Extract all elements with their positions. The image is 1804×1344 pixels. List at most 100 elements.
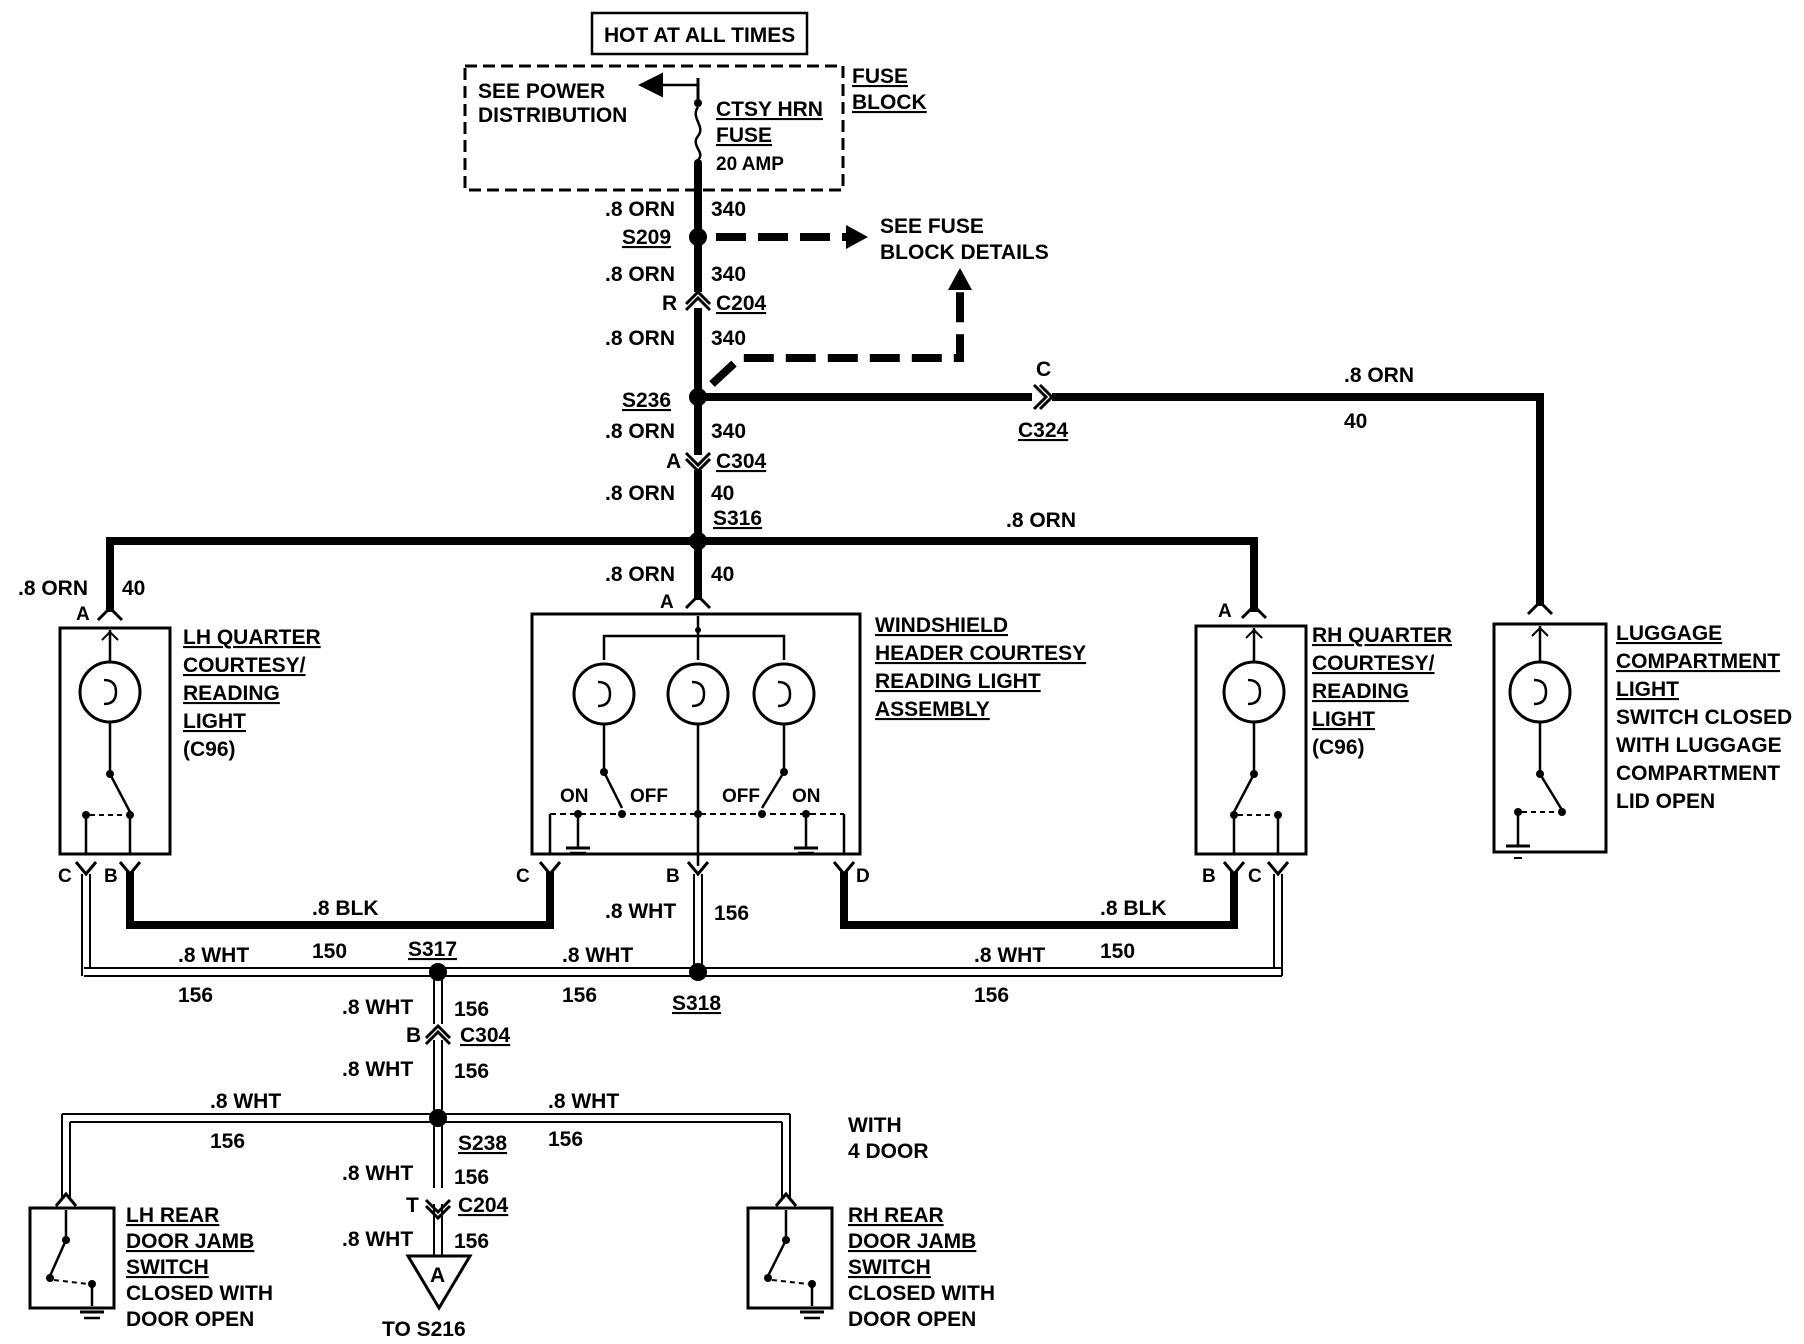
lh-quarter-label-2: COURTESY/ xyxy=(183,654,306,677)
wire-label-blk-lh: .8 BLK xyxy=(312,897,379,920)
rh-quarter-inner-arrow-icon xyxy=(1245,628,1263,639)
splice-s236-label: S236 xyxy=(622,389,671,412)
ground-ref-to: TO S216 xyxy=(382,1318,466,1341)
rh-rear-label-3: SWITCH xyxy=(848,1256,931,1279)
lh-quarter-pin-b: B xyxy=(104,866,118,887)
luggage-light-box xyxy=(1492,622,1608,854)
lh-quarter-label-3: READING xyxy=(183,682,280,705)
luggage-inner-arrow-icon xyxy=(1531,626,1549,637)
connector-c204-top-icon-2 xyxy=(684,295,712,312)
wire-circuit-156-s317: 156 xyxy=(454,998,489,1021)
lh-rear-label-5: DOOR OPEN xyxy=(126,1308,254,1331)
ground-ref-triangle-icon xyxy=(405,1254,473,1311)
connector-c304-pin-b: B xyxy=(406,1024,421,1047)
splice-s238-label: S238 xyxy=(458,1132,507,1155)
lh-rear-label-1: LH REAR xyxy=(126,1204,219,1227)
rh-rear-label-4: CLOSED WITH xyxy=(848,1282,995,1305)
fuse-element-icon xyxy=(694,106,702,161)
wire-label-orn-lh: .8 ORN xyxy=(18,577,88,600)
wire-label-orn-bus: .8 ORN xyxy=(1006,509,1076,532)
fuse-block-outline xyxy=(463,64,845,192)
luggage-bulb-icon xyxy=(1508,660,1572,724)
windshield-on-right: ON xyxy=(792,786,821,807)
wire-circuit-156-c304: 156 xyxy=(454,1060,489,1083)
see-power-distribution-2: DISTRIBUTION xyxy=(478,104,627,127)
connector-c324-icon xyxy=(1032,383,1049,411)
windshield-left-switch-blade xyxy=(602,771,624,809)
wire-label-orn-luggage: .8 ORN xyxy=(1344,364,1414,387)
luggage-filament-icon xyxy=(1533,678,1548,706)
wire-label-wht-s317: .8 WHT xyxy=(342,996,413,1019)
lh-rear-label-2: DOOR JAMB xyxy=(126,1230,254,1253)
luggage-label-1: LUGGAGE xyxy=(1616,622,1722,645)
lh-quarter-connector-c-icon xyxy=(74,861,98,877)
rh-rear-switch-blade xyxy=(766,1239,788,1277)
connector-c204-top-icon xyxy=(684,289,712,306)
lh-rear-connector-icon xyxy=(54,1191,78,1207)
windshield-pin-b: B xyxy=(666,866,680,887)
windshield-right-switch-blade xyxy=(760,771,786,809)
splice-s209-label: S209 xyxy=(622,226,671,249)
wire-150-lh xyxy=(126,872,554,929)
connector-c204-label-bottom: C204 xyxy=(458,1194,509,1217)
luggage-contact-open xyxy=(1558,808,1566,816)
see-fuse-details-2: BLOCK DETAILS xyxy=(880,241,1049,264)
connector-c304-pin-a: A xyxy=(666,450,681,473)
windshield-connector-a-icon xyxy=(684,593,712,610)
lh-rear-switch-blade xyxy=(48,1239,68,1277)
rh-rear-label-2: DOOR JAMB xyxy=(848,1230,976,1253)
wire-circuit-340-2: 340 xyxy=(711,263,746,286)
splice-s209-dot xyxy=(689,228,707,246)
lh-quarter-pin-c: C xyxy=(58,866,72,887)
connector-c204-pin-t: T xyxy=(406,1194,419,1217)
wire-circuit-156-rh-door: 156 xyxy=(548,1128,583,1151)
rh-quarter-connector-c-icon xyxy=(1266,861,1290,877)
fuse-name-2: FUSE xyxy=(716,124,772,147)
rh-quarter-label-2: COURTESY/ xyxy=(1312,652,1435,675)
wire-label-wht-s238: .8 WHT xyxy=(342,1162,413,1185)
wire-150-rh xyxy=(840,872,1238,929)
with-4-door-1: WITH xyxy=(848,1114,902,1137)
windshield-bulb-right-icon xyxy=(752,662,816,726)
rh-rear-dashed-link xyxy=(771,1279,809,1285)
wire-circuit-156-lh: 156 xyxy=(178,984,213,1007)
windshield-feed-node xyxy=(695,627,701,633)
lh-quarter-label-1: LH QUARTER xyxy=(183,626,321,649)
bus-40-distribution xyxy=(106,537,1258,612)
wire-circuit-340-1: 340 xyxy=(711,198,746,221)
with-4-door-2: 4 DOOR xyxy=(848,1140,929,1163)
luggage-label-4: SWITCH CLOSED xyxy=(1616,706,1792,729)
fuse-details-dashed-wire-2 xyxy=(709,290,964,387)
windshield-pin-d: D xyxy=(856,866,870,887)
rh-quarter-label-1: RH QUARTER xyxy=(1312,624,1452,647)
lh-quarter-bulb-icon xyxy=(78,660,142,724)
see-fuse-details-1: SEE FUSE xyxy=(880,215,984,238)
windshield-bulb-left-icon xyxy=(572,662,636,726)
connector-c204-bottom-icon xyxy=(424,1198,452,1215)
wire-label-orn-1: .8 ORN xyxy=(605,198,675,221)
windshield-contact-center xyxy=(694,810,702,818)
luggage-connector-icon xyxy=(1526,599,1554,616)
lh-rear-switch-box xyxy=(28,1206,116,1310)
rh-rear-contact-1 xyxy=(764,1274,772,1282)
lh-rear-dashed-link xyxy=(53,1279,89,1285)
wire-label-wht-lh-door: .8 WHT xyxy=(210,1090,281,1113)
rh-quarter-label-4: LIGHT xyxy=(1312,708,1375,731)
ground-ref-letter: A xyxy=(430,1264,445,1287)
lh-rear-label-3: SWITCH xyxy=(126,1256,209,1279)
wire-label-wht-rh: .8 WHT xyxy=(974,944,1045,967)
fuse-rating: 20 AMP xyxy=(716,154,784,175)
lh-quarter-connector-a-icon xyxy=(96,605,124,622)
luggage-label-5: WITH LUGGAGE xyxy=(1616,734,1782,757)
wire-circuit-340-3: 340 xyxy=(711,327,746,350)
windshield-off-left: OFF xyxy=(630,786,668,807)
windshield-connector-b-icon xyxy=(686,861,710,877)
wire-circuit-156-rh: 156 xyxy=(974,984,1009,1007)
hot-at-all-times-label: HOT AT ALL TIMES xyxy=(604,24,795,47)
lh-quarter-inner-arrow-icon xyxy=(101,630,119,641)
wire-circuit-156-lh-door: 156 xyxy=(210,1130,245,1153)
rh-quarter-pin-c: C xyxy=(1248,866,1262,887)
wire-circuit-40-luggage: 40 xyxy=(1344,410,1367,433)
connector-c204-pin-r: R xyxy=(662,292,677,315)
